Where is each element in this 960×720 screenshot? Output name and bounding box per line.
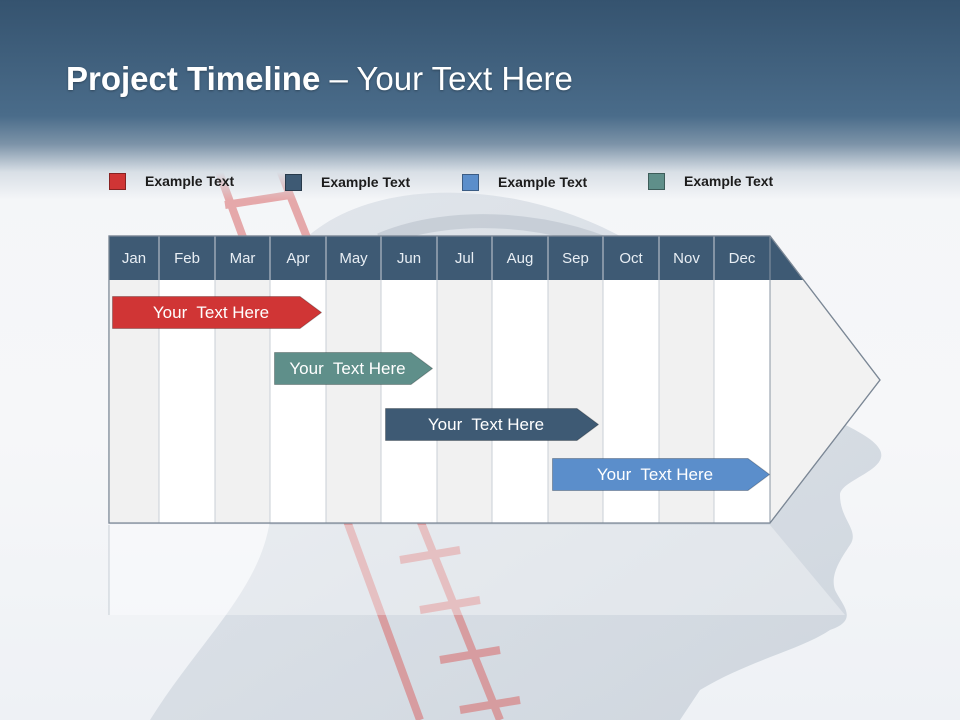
- month-column: [492, 280, 548, 523]
- month-column: [381, 280, 437, 523]
- legend-item: Example Text: [462, 171, 587, 193]
- title-rest: – Your Text Here: [320, 60, 573, 97]
- legend-label: Example Text: [321, 174, 411, 190]
- legend-swatch-red: [109, 172, 126, 190]
- month-dividers: [158, 236, 771, 523]
- task-label: Your Text Here: [289, 359, 406, 378]
- month-label: Sep: [562, 250, 589, 267]
- legend-label: Example Text: [684, 173, 774, 189]
- task-bar: Your Text Here: [385, 408, 599, 441]
- month-label: Apr: [286, 250, 310, 267]
- legend-swatch-teal: [648, 172, 665, 190]
- task-arrow-shape: [112, 296, 322, 329]
- month-label: Nov: [673, 250, 700, 267]
- legend-swatch-blue: [462, 173, 479, 191]
- task-label: Your Text Here: [427, 415, 545, 434]
- legend-item: Example Text: [109, 170, 234, 192]
- task-bar: Your Text Here: [552, 458, 770, 491]
- slide-title: Project Timeline – Your Text Here: [66, 60, 573, 98]
- legend-item: Example Text: [648, 170, 773, 192]
- legend-label: Example Text: [498, 174, 588, 190]
- month-label: Oct: [619, 250, 643, 267]
- task-arrow-shape: [274, 352, 433, 385]
- task-arrow-shape: [552, 458, 770, 491]
- month-label: May: [339, 250, 368, 267]
- month-label: Jul: [454, 250, 475, 267]
- header-band: [0, 0, 960, 200]
- month-label: Mar: [229, 250, 256, 267]
- task-label: Your Text Here: [152, 303, 270, 322]
- month-label: Jun: [396, 250, 422, 267]
- task-bar: Your Text Here: [274, 352, 433, 385]
- month-label: Dec: [728, 250, 756, 267]
- legend-label: Example Text: [145, 173, 235, 189]
- month-column: [326, 280, 381, 523]
- legend-item: Example Text: [285, 171, 410, 193]
- month-label: Feb: [174, 250, 200, 267]
- task-bar: Your Text Here: [112, 296, 322, 329]
- task-label: Your Text Here: [596, 465, 714, 484]
- title-bold: Project Timeline: [66, 60, 321, 97]
- month-label: Jan: [121, 250, 147, 267]
- task-arrow-shape: [385, 408, 599, 441]
- legend-swatch-navy: [285, 173, 302, 191]
- month-column: [437, 280, 492, 523]
- month-label: Aug: [506, 250, 534, 267]
